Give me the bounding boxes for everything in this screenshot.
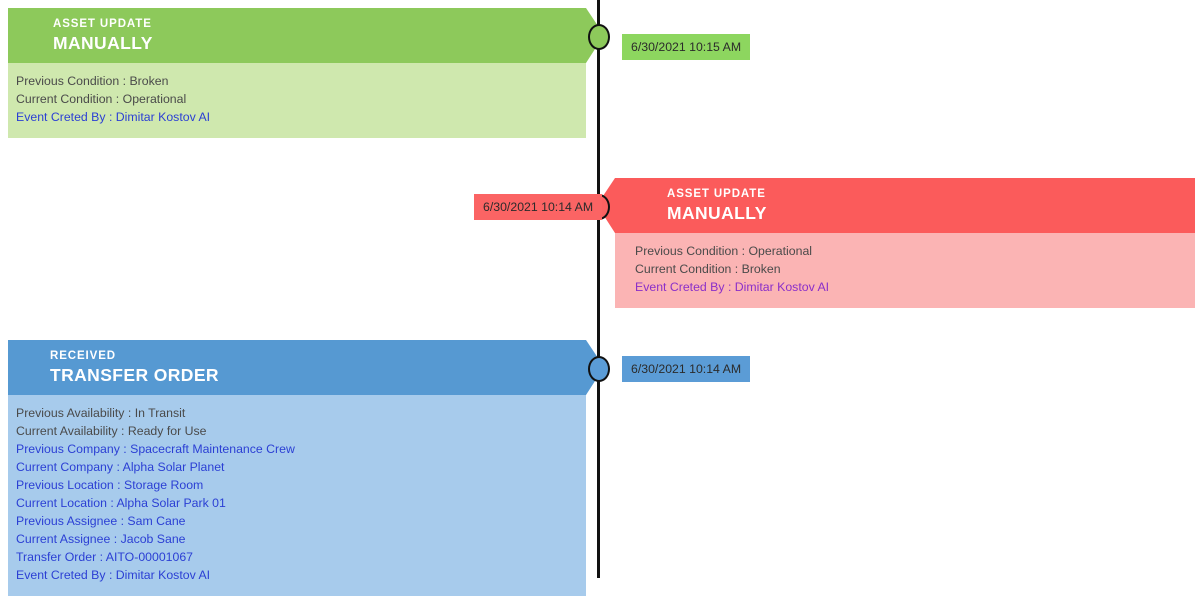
event-detail-row: Previous Condition : Operational [635,244,813,258]
event-date-badge: 6/30/2021 10:15 AM [622,34,751,60]
event-detail-row: Previous Condition : Broken [16,74,169,88]
event-card[interactable]: ASSET UPDATE MANUALLY Previous Condition… [597,178,1195,308]
timeline-event-asset-update-operational: ASSET UPDATE MANUALLY Previous Condition… [0,8,1198,148]
event-card-body: Previous Availability : In Transit Curre… [8,395,586,596]
event-card[interactable]: RECEIVED TRANSFER ORDER Previous Availab… [8,340,604,596]
event-detail-row-link[interactable]: Event Creted By : Dimitar Kostov AI [16,110,211,124]
event-card-header: ASSET UPDATE MANUALLY [597,178,1195,233]
event-detail-row-link[interactable]: Current Company : Alpha Solar Planet [16,460,225,474]
event-detail-row: Current Condition : Broken [635,262,781,276]
event-detail-row: Previous Availability : In Transit [16,406,186,420]
event-detail-row: Current Availability : Ready for Use [16,424,207,438]
timeline-event-asset-update-broken: ASSET UPDATE MANUALLY Previous Condition… [0,178,1198,308]
event-detail-row-link[interactable]: Event Creted By : Dimitar Kostov AI [16,568,211,582]
event-kicker: RECEIVED [50,350,116,362]
event-title: TRANSFER ORDER [50,365,219,385]
event-title: MANUALLY [667,203,767,223]
event-card-body: Previous Condition : Operational Current… [615,233,1195,308]
event-card-header: ASSET UPDATE MANUALLY [8,8,604,63]
event-title: MANUALLY [53,33,153,53]
event-detail-row-link[interactable]: Current Assignee : Jacob Sane [16,532,186,546]
event-detail-row-link[interactable]: Current Location : Alpha Solar Park 01 [16,496,226,510]
event-date-badge: 6/30/2021 10:14 AM [622,356,751,382]
event-detail-row-link[interactable]: Previous Location : Storage Room [16,478,204,492]
event-card[interactable]: ASSET UPDATE MANUALLY Previous Condition… [8,8,604,138]
event-detail-row-link[interactable]: Previous Assignee : Sam Cane [16,514,186,528]
event-detail-row-link[interactable]: Event Creted By : Dimitar Kostov AI [635,280,830,294]
timeline-axis [597,0,600,578]
timeline-node-icon[interactable] [588,356,610,382]
event-detail-row: Current Condition : Operational [16,92,187,106]
timeline-node-icon[interactable] [588,24,610,50]
event-kicker: ASSET UPDATE [667,188,766,200]
timeline-event-transfer-order: RECEIVED TRANSFER ORDER Previous Availab… [0,340,1198,596]
event-detail-row-link[interactable]: Transfer Order : AITO-00001067 [16,550,194,564]
event-date-badge: 6/30/2021 10:14 AM [474,194,603,220]
event-card-header: RECEIVED TRANSFER ORDER [8,340,604,395]
event-card-body: Previous Condition : Broken Current Cond… [8,63,586,138]
event-kicker: ASSET UPDATE [53,18,152,30]
event-detail-row-link[interactable]: Previous Company : Spacecraft Maintenanc… [16,442,295,456]
